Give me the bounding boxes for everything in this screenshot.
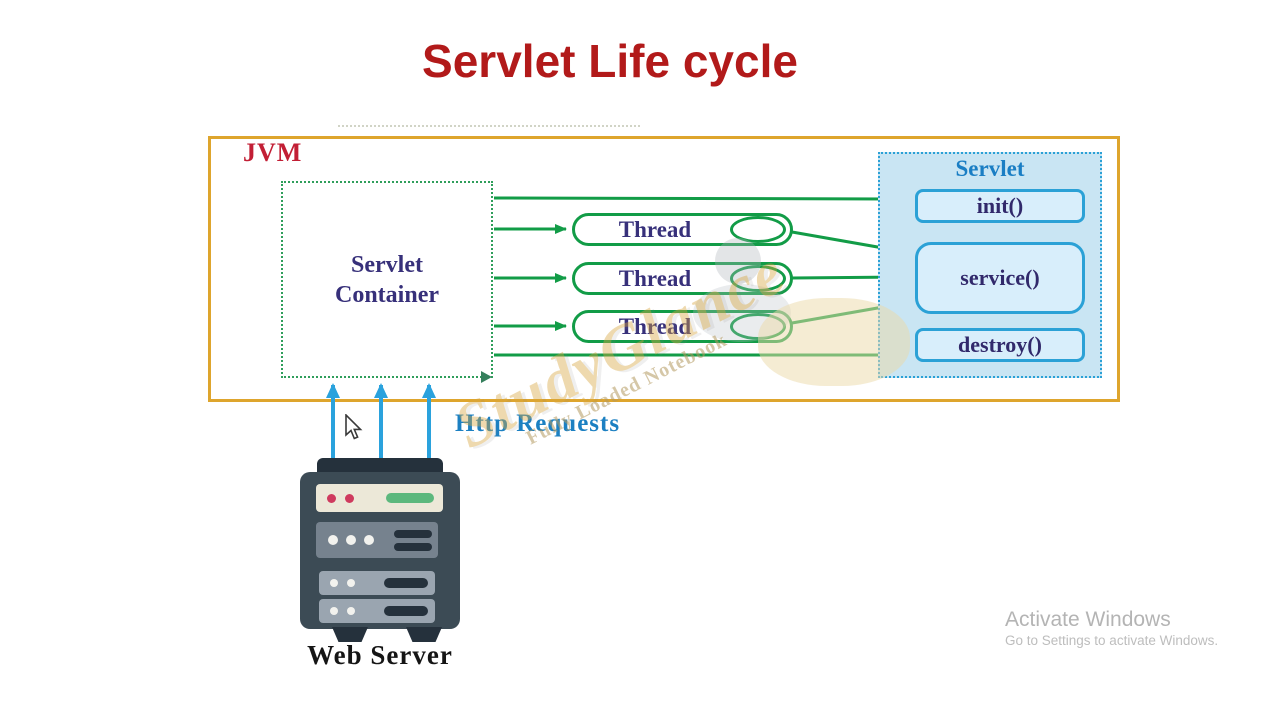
thread-label: Thread [618,265,692,291]
thread-ellipse-icon [730,265,786,292]
led-icon [330,607,338,615]
servlet-title: Servlet [955,156,1025,181]
thread-pill-3: Thread [572,310,793,343]
server-foot [332,627,368,642]
server-vent-bar [394,530,432,538]
thread-label: Thread [618,216,692,242]
faint-dashed-line [338,125,640,127]
server-vent-bar [384,606,428,616]
thread-label: Thread [618,313,692,339]
server-vent-bar [394,543,432,551]
web-server-icon [300,455,460,647]
destroy-method-box: destroy() [915,328,1085,362]
arrow-container-to-init [493,193,907,204]
servlet-container-box: Servlet Container [281,181,493,378]
servlet-container-label-line2: Container [335,281,439,308]
service-method-box: service() [915,242,1085,314]
http-requests-label: Http Requests [455,410,621,437]
server-vent-bar [384,578,428,588]
server-panel-4 [319,599,435,623]
web-server-label: Web Server [307,640,453,670]
jvm-box [208,136,1120,402]
server-panel-1 [316,484,443,512]
led-icon [345,494,354,503]
led-icon [364,535,374,545]
mouse-cursor-icon [345,414,363,440]
led-icon [327,494,336,503]
led-icon [328,535,338,545]
led-icon [347,579,355,587]
thread-pill-2: Thread [572,262,793,295]
thread-pill-1: Thread [572,213,793,246]
servlet-box: Servlet init() service() destroy() [878,152,1102,378]
server-green-bar [386,493,434,503]
thread-ellipse-icon [730,313,786,340]
jvm-label: JVM [243,138,303,167]
servlet-container-label: Servlet Container [335,250,439,310]
init-method-box: init() [915,189,1085,223]
servlet-container-label-line1: Servlet [351,251,423,278]
activate-windows-subtitle: Go to Settings to activate Windows. [1005,633,1219,648]
thread-ellipse-icon [730,216,786,243]
activate-windows-title: Activate Windows [1005,608,1171,631]
led-icon [346,535,356,545]
led-icon [347,607,355,615]
server-panel-2 [316,522,438,558]
server-foot [406,627,442,642]
server-panel-3 [319,571,435,595]
container-dotted-arrowhead [481,371,492,383]
led-icon [330,579,338,587]
page-title: Servlet Life cycle [422,35,798,87]
